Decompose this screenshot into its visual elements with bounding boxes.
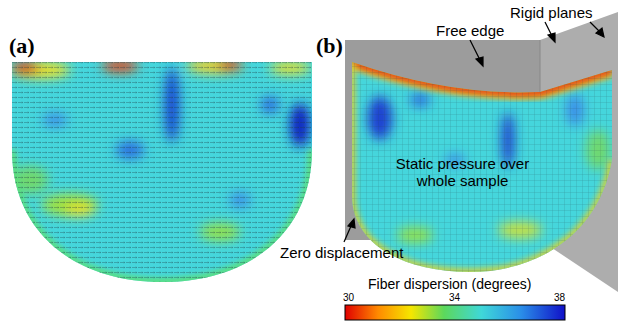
colorbar-tick: 38 bbox=[554, 292, 565, 304]
callout-label: Rigid planes bbox=[510, 4, 593, 21]
colorbar-tick: 34 bbox=[449, 292, 460, 304]
colorbar-title: Fiber dispersion (degrees) bbox=[368, 276, 531, 292]
callout-label: Free edge bbox=[436, 22, 504, 39]
panel-letter: (b) bbox=[316, 33, 343, 58]
colorbar-tick: 30 bbox=[343, 292, 354, 304]
callout-label: Zero displacement bbox=[280, 244, 403, 261]
panel-letter: (a) bbox=[9, 33, 35, 58]
callout-label: Static pressure over whole sample bbox=[395, 155, 530, 190]
